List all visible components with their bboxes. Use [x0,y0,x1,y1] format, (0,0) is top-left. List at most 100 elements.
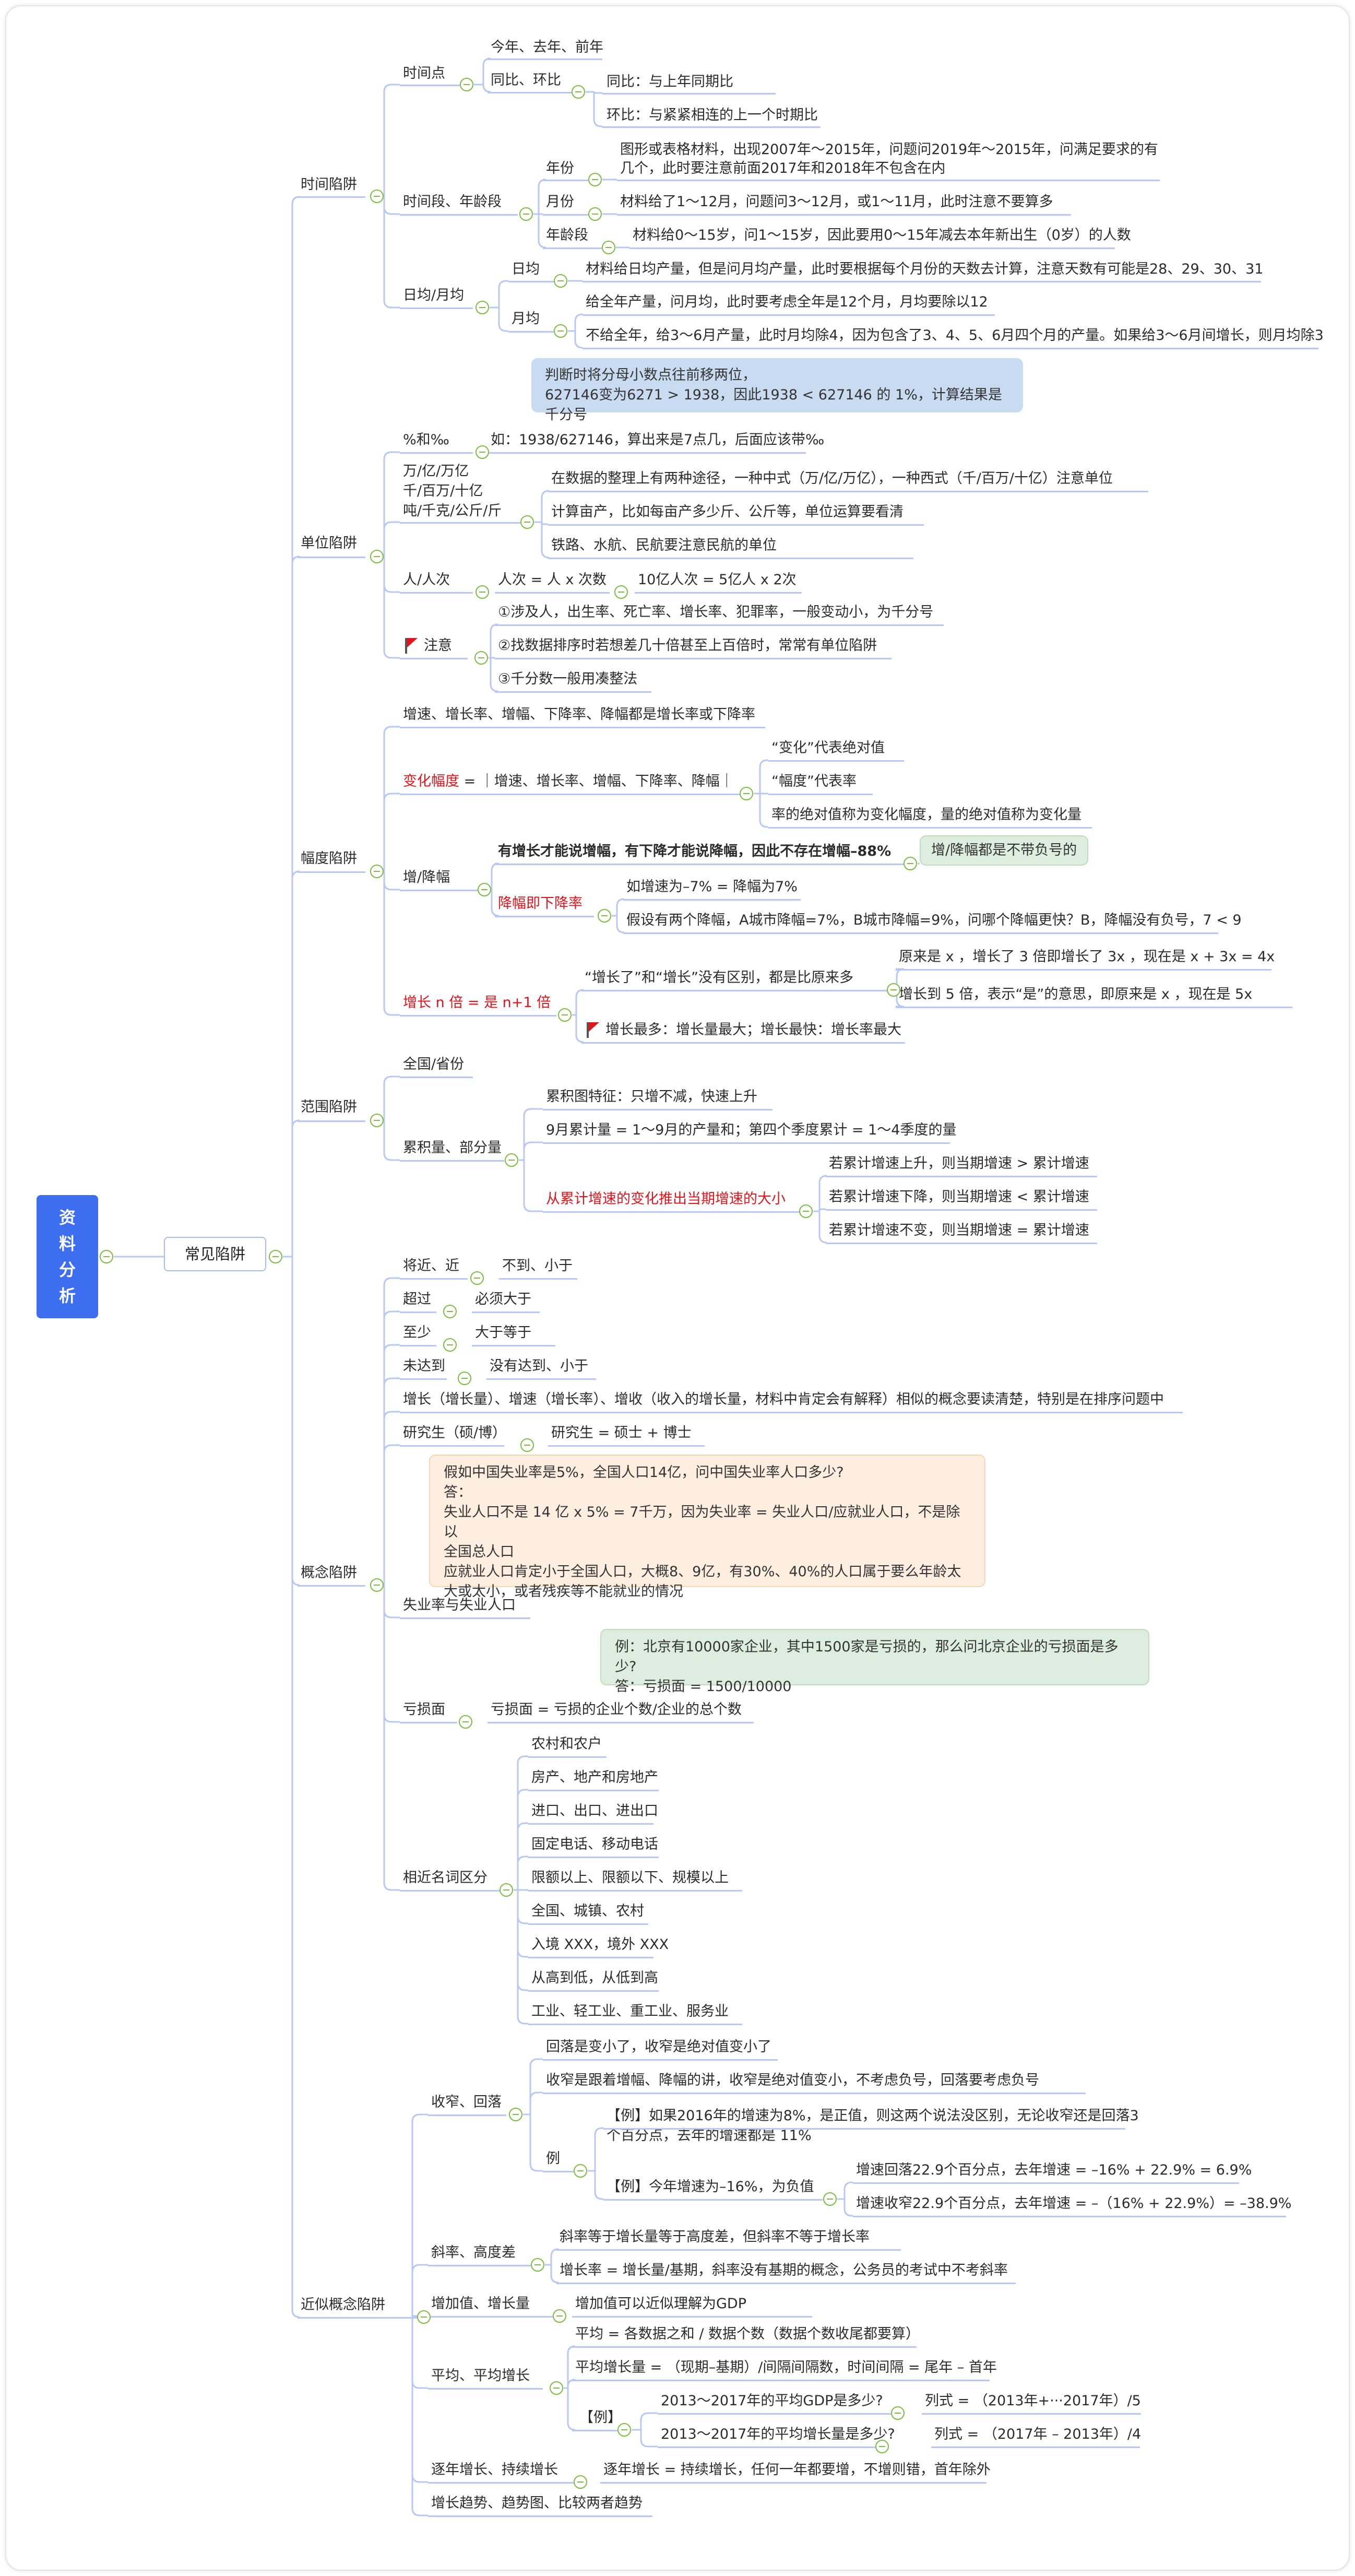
collapse-toggle-icon[interactable] [799,1204,813,1218]
collapse-toggle-icon[interactable] [519,207,533,221]
node-times[interactable]: 增长 n 倍 = 是 n+1 倍 [403,995,551,1011]
root-node[interactable]: 资 料 分 析 [37,1195,98,1318]
collapse-toggle-icon[interactable] [904,857,917,870]
collapse-toggle-icon[interactable] [458,1372,471,1385]
node-decline[interactable]: 降幅即下降率 [498,895,583,912]
node-change[interactable]: 变化幅度 = ｜增速、增长率、增幅、下降率、降幅｜ [403,772,734,791]
collapse-toggle-icon[interactable] [553,2309,566,2323]
node-avg[interactable]: 日均/月均 [403,287,465,303]
node-permille[interactable]: %和‰ [403,432,449,448]
section-time[interactable]: 时间陷阱 [301,176,357,193]
node-person[interactable]: 人/人次 [403,572,450,588]
node-narrow[interactable]: 收窄、回落 [431,2094,502,2110]
node-underline [400,1311,436,1313]
node-units[interactable]: 千/百万/十亿 [403,483,483,499]
collapse-toggle-icon[interactable] [370,865,384,878]
node-similar[interactable]: 相近名词区分 [403,1870,488,1886]
node-period[interactable]: 时间段、年龄段 [403,194,502,210]
node-underline [931,2447,1140,2448]
node-note[interactable]: 注意 [424,637,452,654]
node-age[interactable]: 年龄段 [546,227,588,243]
collapse-toggle-icon[interactable] [614,585,628,599]
collapse-toggle-icon[interactable] [100,1250,113,1263]
collapse-toggle-icon[interactable] [550,2381,563,2395]
collapse-toggle-icon[interactable] [602,241,615,254]
node-grad[interactable]: 研究生（硕/博） [403,1425,507,1441]
collapse-toggle-icon[interactable] [460,78,473,91]
node-underline [428,2316,553,2318]
node-q[interactable]: 2013～2017年的平均GDP是多少? [661,2393,883,2409]
collapse-toggle-icon[interactable] [617,2423,631,2437]
collapse-toggle-icon[interactable] [370,1114,384,1127]
node-underline [826,1243,1097,1244]
node-time-point[interactable]: 时间点 [403,65,445,81]
node-e2[interactable]: 【例】今年增速为–16%，为负值 [607,2179,814,2195]
collapse-toggle-icon[interactable] [370,550,384,563]
collapse-toggle-icon[interactable] [509,2108,522,2121]
collapse-toggle-icon[interactable] [558,1008,572,1022]
section-approx[interactable]: 近似概念陷阱 [301,2297,385,2313]
section-concept[interactable]: 概念陷阱 [301,1565,357,1581]
collapse-toggle-icon[interactable] [443,1305,457,1318]
collapse-toggle-icon[interactable] [476,445,489,459]
node-updown[interactable]: 增/降幅 [403,869,450,885]
main-node[interactable]: 常见陷阱 [164,1237,266,1271]
collapse-toggle-icon[interactable] [875,2440,889,2453]
section-range[interactable]: 幅度陷阱 [301,850,357,867]
node-pair[interactable]: 未达到 [403,1358,445,1374]
node-pair[interactable]: 至少 [403,1325,431,1341]
node-month[interactable]: 月份 [546,194,574,210]
node-pair[interactable]: 将近、近 [403,1258,459,1274]
collapse-toggle-icon[interactable] [459,1715,472,1729]
section-unit[interactable]: 单位陷阱 [301,535,357,551]
collapse-toggle-icon[interactable] [500,1883,513,1897]
node-q[interactable]: 2013～2017年的平均增长量是多少? [661,2426,895,2442]
collapse-toggle-icon[interactable] [554,324,567,338]
node-cum-red[interactable]: 从累计增速的变化推出当期增速的大小 [546,1191,786,1207]
collapse-toggle-icon[interactable] [520,1438,534,1452]
node-diff[interactable]: “增长了”和“增长”没有区别，都是比原来多 [585,970,853,986]
collapse-toggle-icon[interactable] [520,515,534,529]
node-units[interactable]: 吨/千克/公斤/斤 [403,503,502,519]
node-loss[interactable]: 亏损面 [403,1701,445,1718]
section-scope[interactable]: 范围陷阱 [301,1099,357,1115]
collapse-toggle-icon[interactable] [370,190,384,203]
collapse-toggle-icon[interactable] [269,1250,282,1263]
collapse-toggle-icon[interactable] [370,1578,384,1592]
collapse-toggle-icon[interactable] [887,983,900,997]
collapse-toggle-icon[interactable] [554,274,567,288]
collapse-toggle-icon[interactable] [417,2310,431,2324]
collapse-toggle-icon[interactable] [474,651,488,665]
collapse-toggle-icon[interactable] [531,2258,544,2272]
connector-line [533,213,546,249]
node-continuous[interactable]: 逐年增长、持续增长 [431,2462,558,2478]
collapse-toggle-icon[interactable] [572,85,585,99]
node-slope[interactable]: 斜率、高度差 [431,2244,516,2261]
collapse-toggle-icon[interactable] [740,787,753,800]
collapse-toggle-icon[interactable] [891,2406,905,2420]
collapse-toggle-icon[interactable] [823,2192,837,2206]
collapse-toggle-icon[interactable] [574,2475,587,2489]
collapse-toggle-icon[interactable] [588,207,602,221]
collapse-toggle-icon[interactable] [505,1153,518,1167]
node-cum[interactable]: 累积量、部分量 [403,1140,502,1156]
node-example[interactable]: 例 [546,2150,560,2167]
loss-callout: 例：北京有10000家企业，其中1500家是亏损的，那么问北京企业的亏损面是多少… [600,1629,1149,1695]
node-avg-example[interactable]: 【例】 [579,2409,622,2426]
collapse-toggle-icon[interactable] [478,883,491,896]
collapse-toggle-icon[interactable] [476,585,489,599]
collapse-toggle-icon[interactable] [588,173,602,186]
collapse-toggle-icon[interactable] [470,1271,484,1285]
node-yoy[interactable]: 同比、环比 [491,72,561,88]
node-monthly[interactable]: 月均 [512,311,540,327]
collapse-toggle-icon[interactable] [443,1338,457,1352]
node-average[interactable]: 平均、平均增长 [431,2368,530,2384]
collapse-toggle-icon[interactable] [598,909,611,923]
collapse-toggle-icon[interactable] [574,2164,587,2178]
node-year[interactable]: 年份 [546,160,574,176]
node-units[interactable]: 万/亿/万亿 [403,463,469,479]
collapse-toggle-icon[interactable] [476,301,489,314]
node-pair[interactable]: 超过 [403,1291,431,1307]
node-added[interactable]: 增加值、增长量 [431,2296,530,2312]
node-daily[interactable]: 日均 [512,261,540,277]
